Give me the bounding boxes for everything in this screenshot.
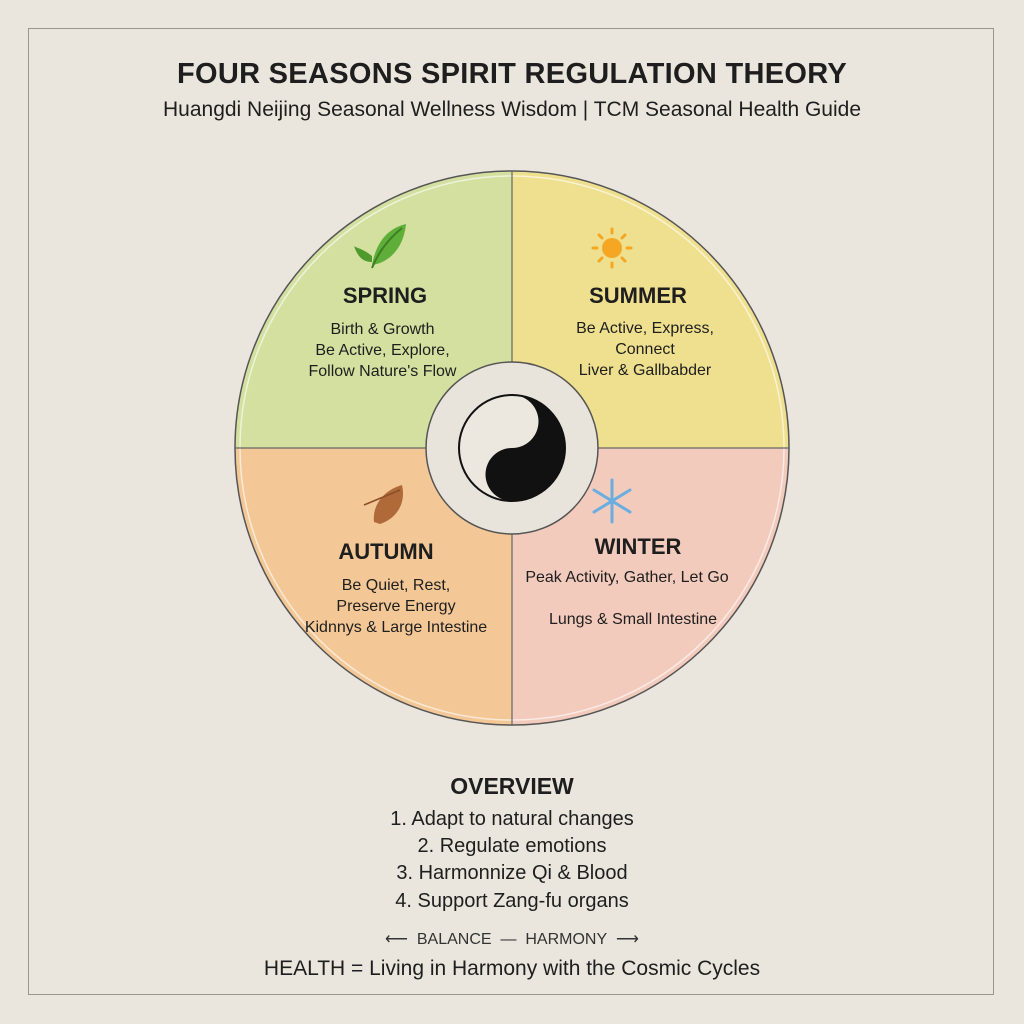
- spring-line: Be Active, Explore,: [315, 342, 450, 359]
- harmony-label: HARMONY: [525, 931, 608, 948]
- health-statement: HEALTH = Living in Harmony with the Cosm…: [263, 957, 761, 980]
- season-text-autumn: Be Quiet, Rest, Preserve Energy Kidnnys …: [296, 575, 496, 638]
- balance-harmony-line: ⟵ BALANCE — HARMONY ⟶: [0, 929, 1024, 949]
- spring-quadrant: [235, 171, 512, 448]
- autumn-line: Preserve Energy: [336, 598, 456, 615]
- overview-item: 1. Adapt to natural changes: [390, 808, 634, 830]
- arrow-left-icon: ⟵: [385, 931, 417, 948]
- overview-item: 2. Regulate emotions: [417, 835, 607, 857]
- page-subtitle: Huangdi Neijing Seasonal Wellness Wisdom…: [162, 98, 862, 121]
- autumn-leaf-icon: [363, 485, 404, 524]
- frame-border: [28, 28, 994, 995]
- snowflake-icon: [592, 478, 632, 524]
- season-title-spring: SPRING: [342, 283, 428, 308]
- summer-quadrant: [512, 171, 789, 448]
- autumn-line: Kidnnys & Large Intestine: [304, 619, 488, 636]
- season-title-summer: SUMMER: [589, 283, 687, 308]
- page-title: FOUR SEASONS SPIRIT REGULATION THEORY: [176, 58, 848, 90]
- season-title-winter: WINTER: [594, 534, 682, 559]
- overview-item: 4. Support Zang-fu organs: [395, 890, 629, 912]
- summer-line: Liver & Gallbabder: [578, 362, 712, 379]
- spring-line: Birth & Growth: [330, 321, 435, 338]
- autumn-line: Be Quiet, Rest,: [341, 577, 451, 594]
- season-text-winter-organs: Lungs & Small Intestine: [548, 611, 718, 628]
- season-text-winter: Peak Activity, Gather, Let Go: [525, 569, 729, 586]
- season-text-spring: Birth & Growth Be Active, Explore, Follo…: [280, 319, 485, 382]
- balance-label: BALANCE: [416, 931, 492, 948]
- leaf-icon: [354, 224, 406, 269]
- autumn-quadrant: [235, 448, 512, 725]
- sun-icon: [591, 227, 633, 269]
- yin-yang-icon: [458, 394, 566, 502]
- overview-item: 3. Harmonnize Qi & Blood: [396, 862, 628, 884]
- season-title-autumn: AUTUMN: [338, 539, 434, 564]
- spring-line: Follow Nature's Flow: [308, 363, 457, 380]
- summer-line: Be Active, Express,: [576, 320, 714, 337]
- season-text-summer: Be Active, Express, Connect Liver & Gall…: [545, 318, 745, 381]
- arrow-right-icon: ⟶: [607, 931, 639, 948]
- dash-divider: —: [491, 931, 526, 948]
- winter-quadrant: [512, 448, 789, 725]
- overview-heading: OVERVIEW: [450, 773, 574, 799]
- summer-line: Connect: [615, 341, 675, 358]
